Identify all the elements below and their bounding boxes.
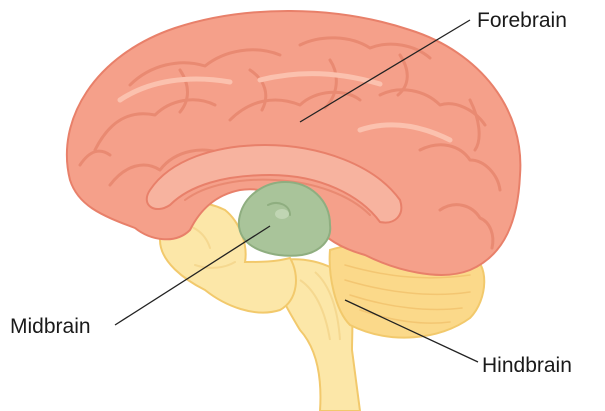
forebrain-leader-line [299,19,471,123]
forebrain-label: Forebrain [477,9,567,32]
forebrain-cerebrum [65,10,522,276]
midbrain-region [237,180,332,257]
hindbrain-leader-line [344,299,479,363]
hindbrain-label: Hindbrain [482,354,572,377]
midbrain-label: Midbrain [10,315,91,338]
midbrain-leader-line [114,225,271,326]
